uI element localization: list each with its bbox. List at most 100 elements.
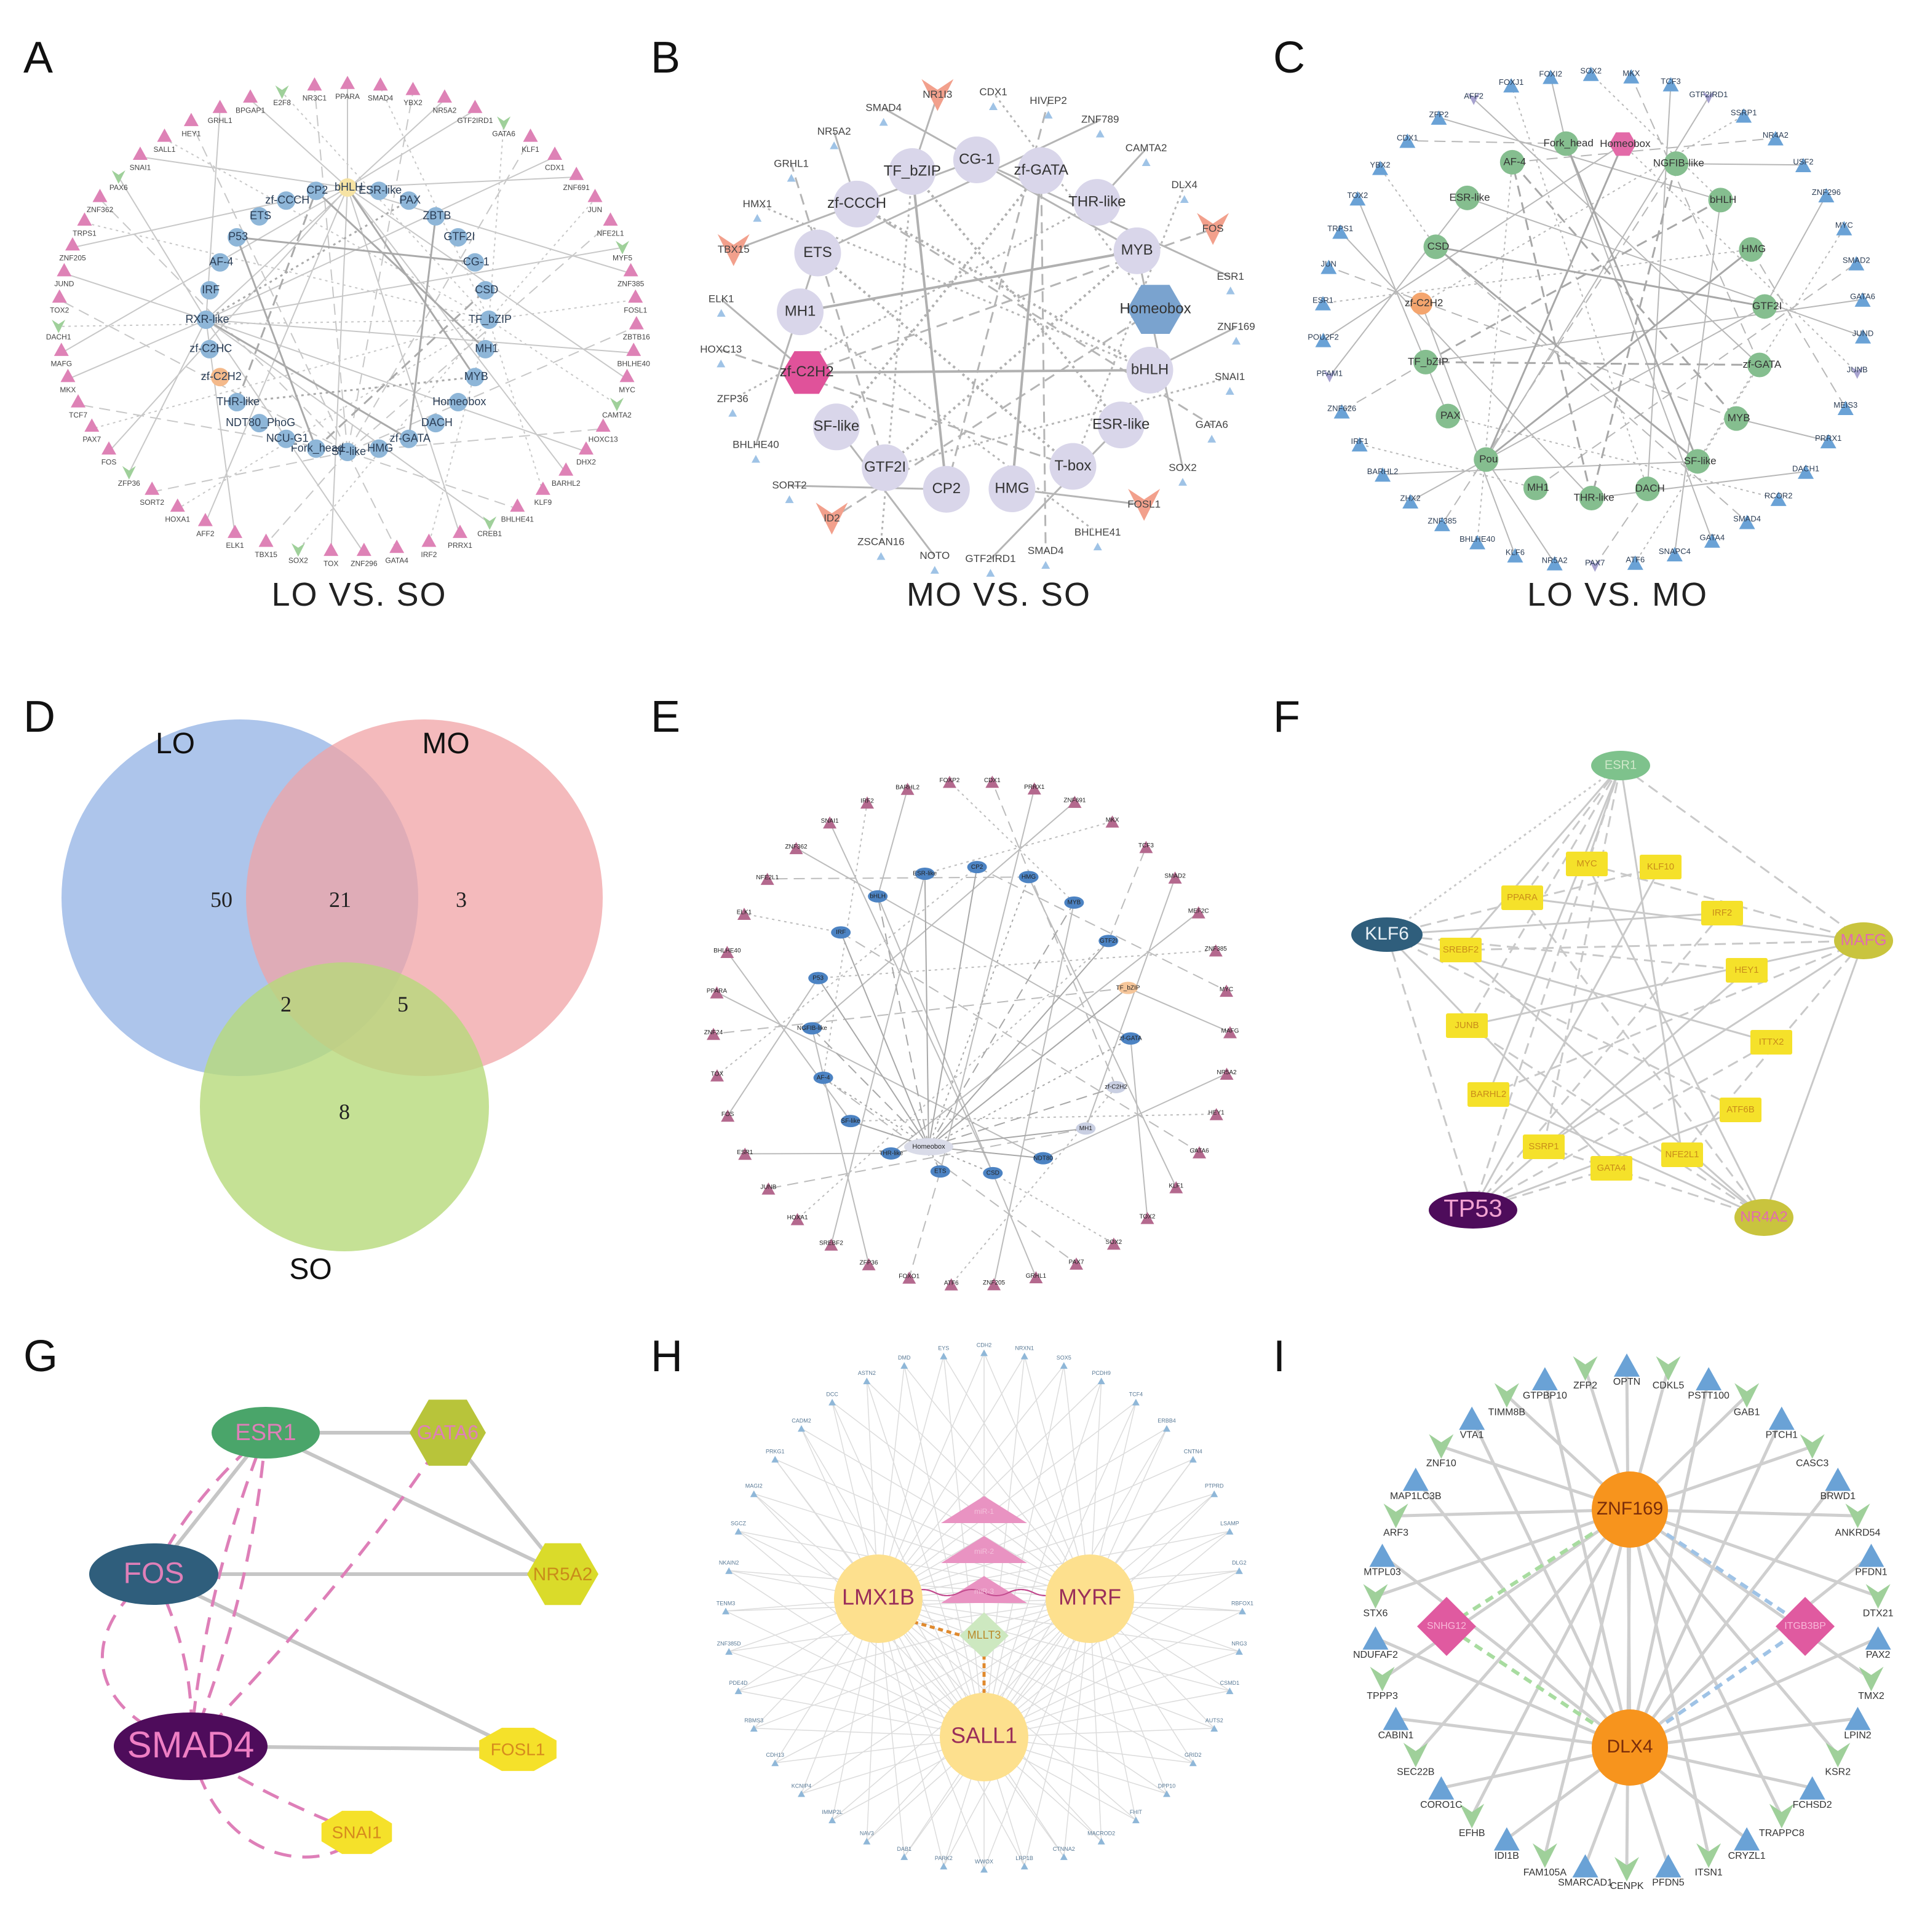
target-node-trappc8 [1769, 1803, 1794, 1829]
family-node-ndt80-phog [250, 414, 269, 433]
target-label-vta1: VTA1 [1460, 1430, 1484, 1441]
target-node-gata6 [1207, 435, 1217, 443]
family-node-irf [200, 281, 219, 300]
target-label-gata6: GATA6 [492, 129, 515, 138]
hub-label-esr1: ESR1 [1605, 758, 1637, 772]
family-node-af-4 [1499, 149, 1525, 175]
edge [725, 1610, 985, 1738]
family-node-bhlh [1708, 188, 1733, 213]
target-label-ndufaf2: NDUFAF2 [1353, 1650, 1398, 1660]
node-label-mllt3: MLLT3 [967, 1629, 1001, 1641]
target-node-ssrp1 [1736, 108, 1752, 123]
panel-label-d: D [23, 692, 55, 742]
family-label-hmg: HMG [995, 480, 1029, 496]
target-node-mtpl03 [1369, 1543, 1396, 1567]
target-node-tox2 [52, 289, 67, 303]
target-node-eys [940, 1352, 948, 1360]
target-node-camta2 [1142, 158, 1151, 167]
edge [346, 187, 476, 378]
hub-label-tp53: TP53 [1443, 1195, 1503, 1222]
node-label-smad4: SMAD4 [127, 1724, 255, 1765]
target-node-sort2 [145, 481, 160, 495]
edge [1591, 471, 1806, 499]
target-node-cntn4 [1189, 1455, 1197, 1463]
target-label-usf2: USF2 [1793, 157, 1813, 167]
target-node-znf626 [1333, 404, 1350, 419]
edge [1442, 163, 1677, 525]
edge [928, 1128, 1086, 1147]
edge [1386, 934, 1474, 1211]
edge [1386, 933, 1613, 1170]
hub-label-nr4a2: NR4A2 [1740, 1208, 1787, 1225]
target-node-creb1 [483, 516, 497, 530]
family-node-af-4 [210, 253, 229, 272]
target-label-elk1: ELK1 [709, 293, 734, 304]
edge [1028, 876, 1177, 1188]
target-node-ybx2 [405, 82, 421, 95]
edge [1628, 1508, 1784, 1817]
target-node-prkg1 [771, 1455, 779, 1463]
edge [903, 1365, 985, 1738]
edge [488, 199, 596, 320]
target-label-sox2: SOX2 [1169, 462, 1196, 473]
node-fos [89, 1543, 218, 1605]
target-label-tenm3: TENM3 [717, 1600, 736, 1606]
target-node-prrx1 [1027, 782, 1041, 795]
family-label-sf-like: SF-like [814, 418, 860, 435]
target-label-camta2: CAMTA2 [602, 411, 632, 419]
edge [811, 1028, 870, 1265]
target-label-smad2: SMAD2 [1843, 256, 1870, 265]
target-node-gtf2ird1 [467, 100, 483, 113]
target-node-ppara [710, 986, 724, 999]
edge [1435, 246, 1748, 523]
family-node-sf-like [840, 1115, 860, 1128]
target-node-mkx [1105, 815, 1119, 828]
target-label-klf1: KLF1 [1169, 1182, 1183, 1189]
caption-a: LO VS. SO [271, 576, 447, 613]
family-node-mh1 [1076, 1122, 1096, 1135]
mirna-node-mir-2 [941, 1536, 1027, 1563]
edge [878, 1493, 1215, 1599]
edge [753, 1493, 1090, 1599]
target-label-lrp1b: LRP1B [1015, 1855, 1033, 1861]
family-node-myb [1113, 227, 1161, 274]
target-label-fos: FOS [721, 1111, 734, 1118]
target-label-ptprd: PTPRD [1205, 1483, 1224, 1489]
edge [1386, 764, 1621, 936]
target-label-tox2: TOX2 [1347, 191, 1368, 200]
edge [1472, 1041, 1772, 1211]
target-label-stx6: STX6 [1363, 1608, 1388, 1618]
target-label-trps1: TRPS1 [1327, 224, 1353, 233]
edge [1459, 765, 1622, 951]
target-node-srebf2 [1440, 938, 1482, 962]
target-node-dcc [828, 1398, 836, 1406]
target-node-brwd1 [1825, 1467, 1851, 1491]
target-label-irf2: IRF2 [860, 798, 874, 805]
target-label-tcf7: TCF7 [69, 411, 87, 419]
family-label-ncu-g1: NCU-G1 [266, 432, 309, 444]
edge [727, 978, 819, 1116]
edge [128, 319, 207, 473]
target-node-hoxa1 [170, 498, 185, 512]
venn-label-so: SO [289, 1253, 332, 1286]
family-node-zf-c2hc [200, 339, 219, 358]
target-node-nr5a2 [437, 89, 452, 103]
target-label-gab1: GAB1 [1734, 1407, 1760, 1418]
family-node-bhlh [868, 890, 888, 903]
edge [830, 873, 926, 1245]
target-label-pfam1: PFAM1 [1316, 368, 1343, 378]
edge [59, 299, 348, 453]
target-label-znf169: ZNF169 [1217, 321, 1255, 333]
target-node-klf1 [523, 129, 538, 142]
panel-label-a: A [23, 33, 53, 82]
family-node-bhlh [1126, 346, 1173, 394]
target-label-sort2: SORT2 [772, 479, 806, 491]
family-label-thr-like: THR-like [1574, 491, 1614, 503]
family-node-zf-gata [1017, 147, 1065, 194]
target-label-hoxc13: HOXC13 [700, 344, 742, 355]
edge [205, 319, 410, 440]
target-node-nfe2l1 [760, 873, 774, 885]
family-node-hmg [988, 465, 1036, 513]
